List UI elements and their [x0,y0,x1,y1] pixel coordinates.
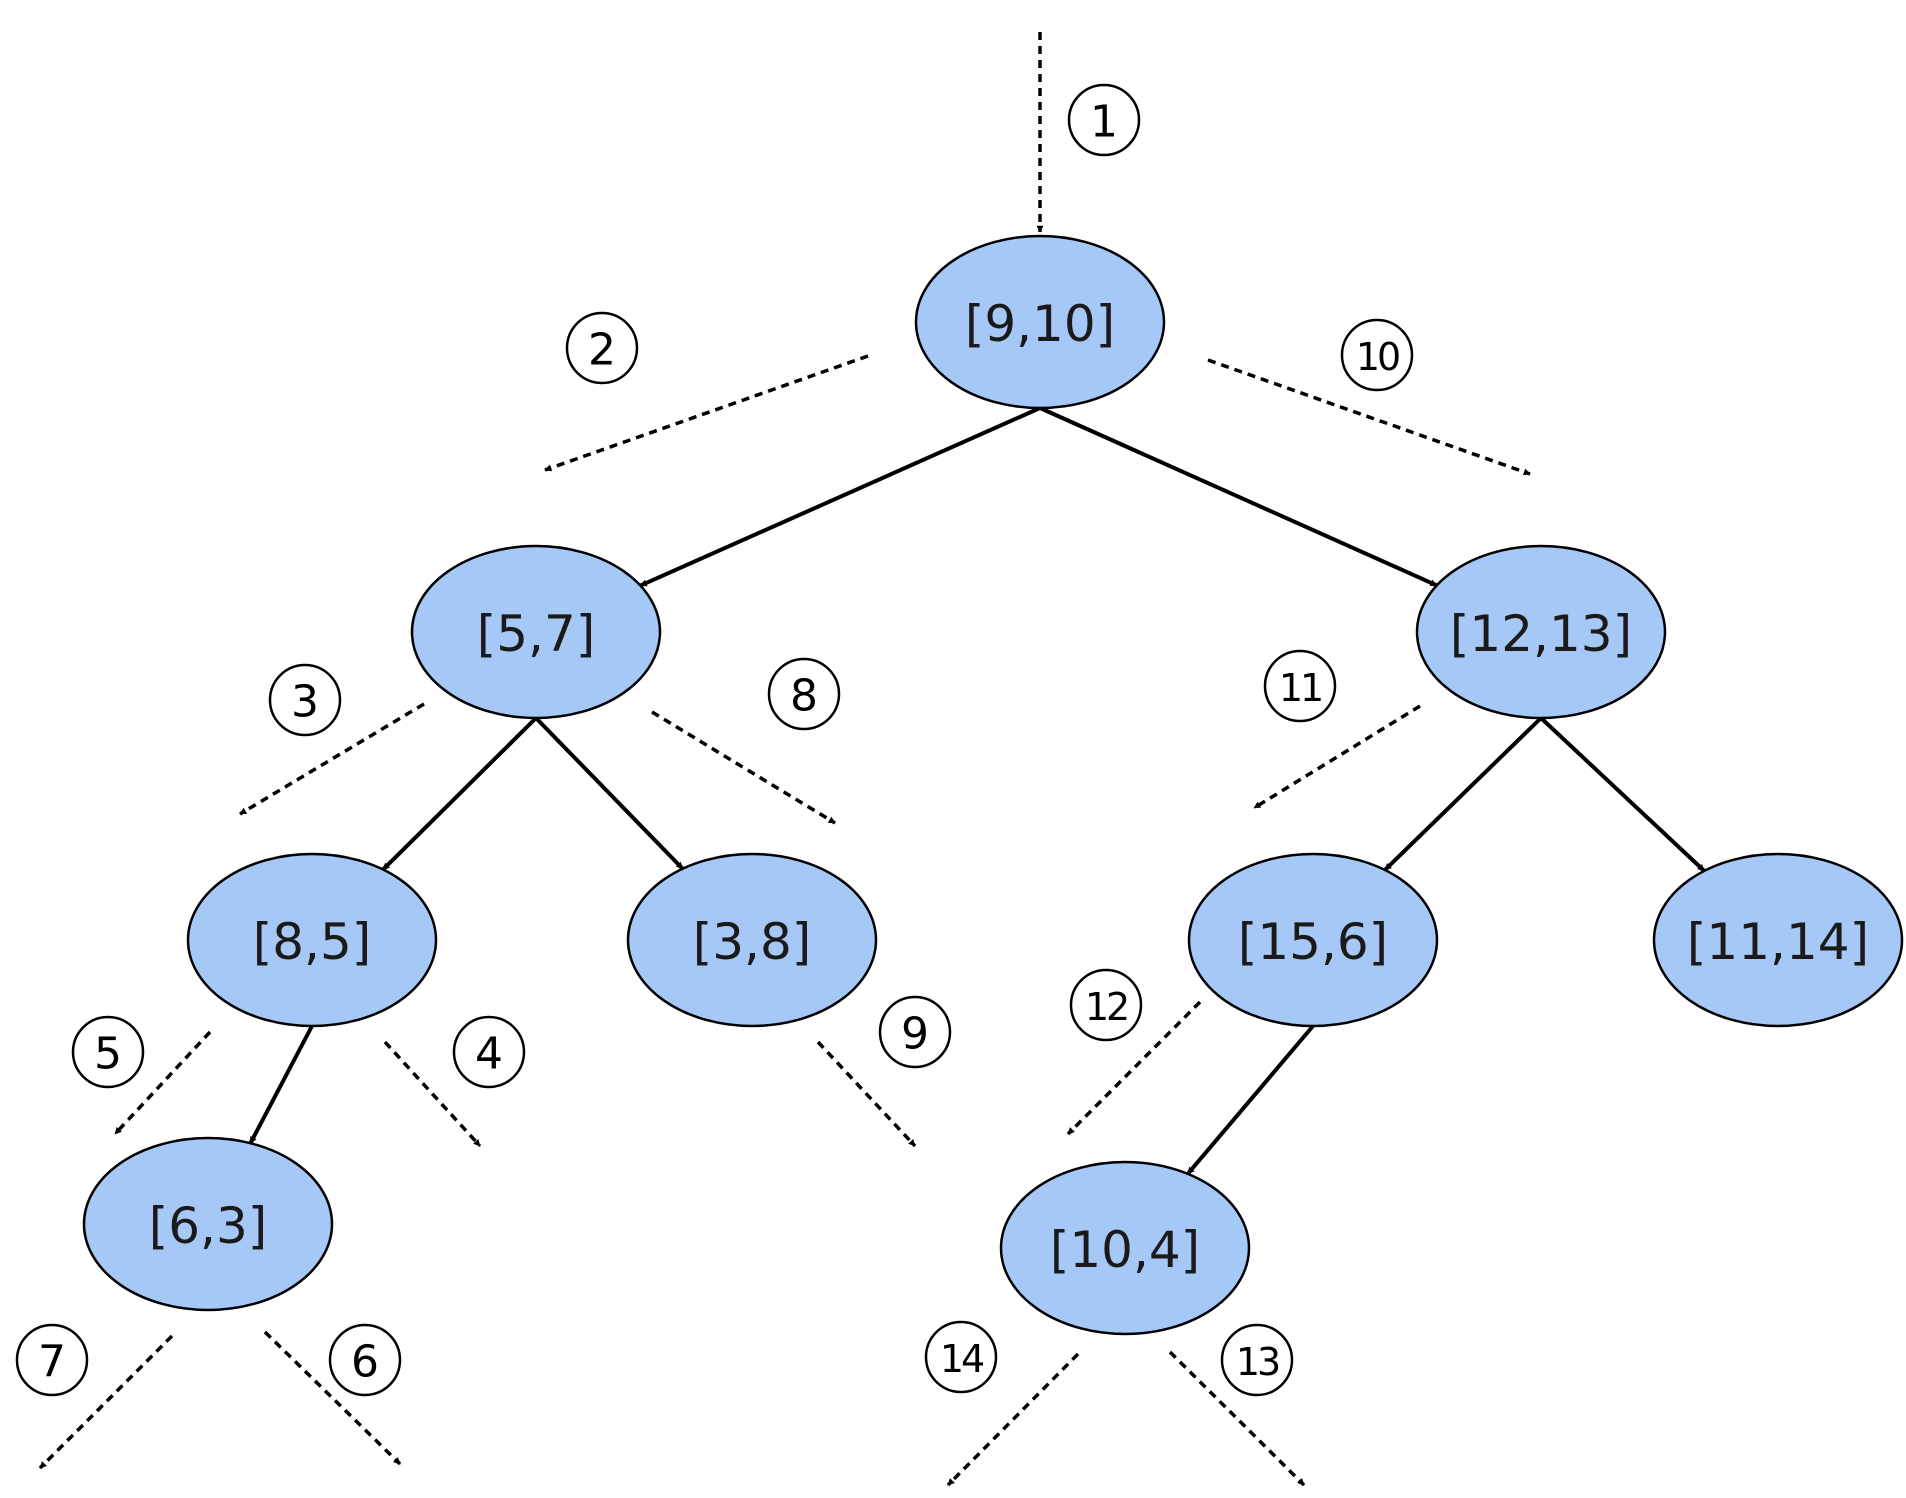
step-arrow-14 [946,1352,1080,1487]
step-arrow-2 [544,354,869,472]
step-number-2: 2 [588,325,616,376]
step-number-1: 1 [1090,97,1118,148]
step-badge-10 [1340,318,1414,392]
tree-nodes: [9,10] [5,7] [12,13] [8,5] [3,8] [15,6] [11,14… [82,234,1904,1336]
tree-edge-n5-7-to-n3-8 [534,716,685,871]
step-arrow-8 [651,710,836,825]
node-ellipse [1415,544,1667,720]
traversal-step-7: 7 [15,1323,174,1470]
step-arrow-6 [263,1330,402,1466]
traversal-step-5: 5 [71,1015,212,1136]
step-badge-14 [924,1320,998,1394]
step-number-4: 4 [475,1029,503,1080]
step-badge-7 [15,1323,89,1397]
traversal-step-6: 6 [263,1323,402,1466]
tree-node-n5-7: [5,7] [410,544,662,720]
tree-edge-n8-5-to-n6-3 [248,1025,314,1145]
node-label: [6,3] [149,1197,268,1255]
traversal-step-8: 8 [651,657,841,825]
tree-node-n8-5: [8,5] [186,852,438,1028]
step-number-7: 7 [38,1337,66,1388]
step-arrow-12 [1066,1000,1202,1136]
step-arrow-5 [113,1030,212,1136]
tree-edge-n15-6-to-n10-4 [1186,1024,1315,1176]
step-arrow-7 [38,1334,174,1470]
tree-edge-n12-13-to-n11-14 [1539,716,1706,873]
traversal-step-12: 12 [1066,968,1202,1136]
step-badge-2 [565,311,639,385]
step-number-13: 13 [1236,1340,1279,1384]
tree-edges [248,406,1706,1176]
node-label: [3,8] [693,913,812,971]
node-label: [15,6] [1238,913,1388,971]
traversal-step-11: 11 [1253,649,1421,810]
node-ellipse [410,544,662,720]
tree-node-n12-13: [12,13] [1415,544,1667,720]
step-arrow-3 [239,702,425,816]
step-badge-3 [268,663,342,737]
tree-node-n11-14: [11,14] [1652,852,1904,1028]
step-number-9: 9 [901,1009,929,1060]
node-ellipse [914,234,1166,410]
tree-node-n15-6: [15,6] [1187,852,1439,1028]
tree-edge-n9-10-to-n5-7 [639,406,1041,588]
traversal-step-3: 3 [239,663,425,816]
node-ellipse [1187,852,1439,1028]
step-arrow-11 [1253,704,1421,810]
step-arrow-4 [383,1040,482,1148]
step-badge-5 [71,1015,145,1089]
step-badge-12 [1069,968,1143,1042]
step-badge-1 [1067,83,1141,157]
step-number-5: 5 [94,1029,122,1080]
node-label: [9,10] [965,295,1115,353]
node-label: [12,13] [1450,605,1632,663]
step-number-3: 3 [291,677,319,728]
node-ellipse [999,1160,1251,1336]
node-label: [5,7] [477,605,596,663]
node-label: [11,14] [1687,913,1869,971]
step-number-14: 14 [940,1337,984,1381]
node-ellipse [186,852,438,1028]
node-label: [8,5] [253,913,372,971]
traversal-step-2: 2 [544,311,869,472]
step-badge-9 [878,995,952,1069]
node-ellipse [1652,852,1904,1028]
node-ellipse [626,852,878,1028]
tree-node-n3-8: [3,8] [626,852,878,1028]
step-arrow-13 [1168,1350,1306,1487]
traversal-step-10: 10 [1207,318,1531,476]
tree-node-n9-10: [9,10] [914,234,1166,410]
step-number-10: 10 [1356,335,1399,379]
traversal-step-9: 9 [816,995,952,1148]
step-badge-4 [452,1015,526,1089]
step-number-11: 11 [1279,666,1321,710]
traversal-step-13: 13 [1168,1323,1306,1487]
tree-node-n6-3: [6,3] [82,1136,334,1312]
tree-edge-n12-13-to-n15-6 [1383,716,1543,872]
tree-edge-n5-7-to-n8-5 [381,716,538,871]
node-ellipse [82,1136,334,1312]
step-badge-6 [328,1323,402,1397]
traversal-step-14: 14 [924,1320,1080,1487]
tree-edge-n9-10-to-n12-13 [1039,406,1438,588]
step-arrow-9 [816,1040,917,1148]
step-number-6: 6 [351,1337,379,1388]
step-badge-13 [1220,1323,1294,1397]
step-badge-11 [1263,649,1337,723]
tree-node-n10-4: [10,4] [999,1160,1251,1336]
node-label: [10,4] [1050,1221,1200,1279]
step-number-12: 12 [1085,985,1127,1029]
step-arrow-10 [1207,358,1531,476]
traversal-step-1: 1 [1036,32,1141,233]
traversal-step-4: 4 [383,1015,526,1148]
step-number-8: 8 [790,671,818,722]
step-badge-8 [767,657,841,731]
